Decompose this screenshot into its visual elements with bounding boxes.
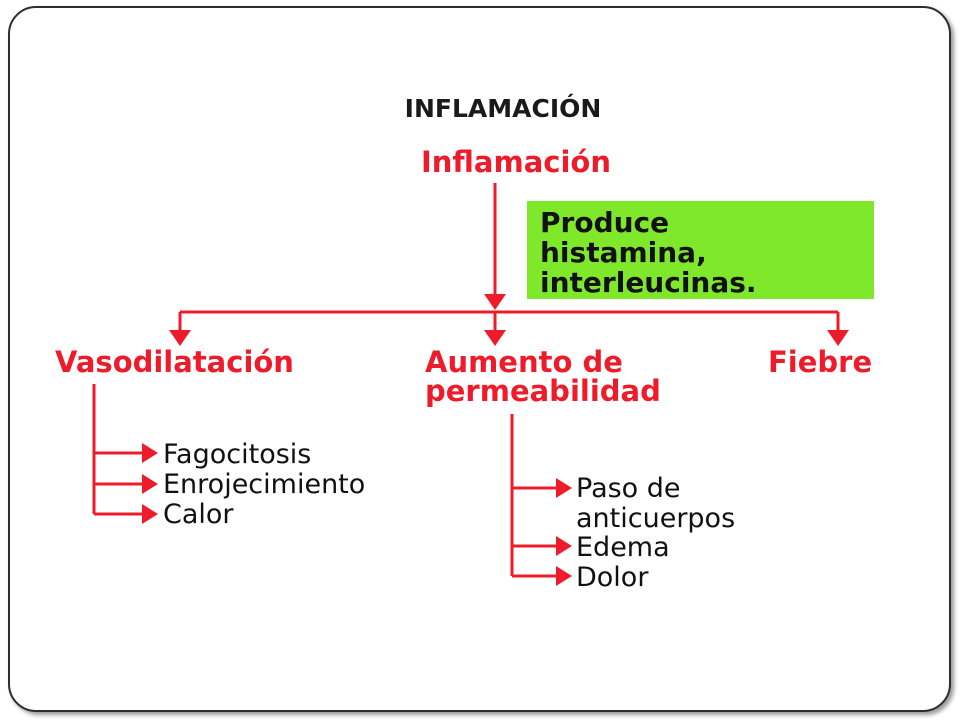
vasodilatacion-children: [92, 384, 158, 524]
arrowhead: [556, 536, 572, 556]
permeabilidad-children: [510, 414, 572, 586]
diagram-title: INFLAMACIÓN: [405, 93, 602, 123]
arrowhead: [556, 478, 572, 498]
branch-fiebre-label: Fiebre: [768, 345, 872, 379]
leaf-paso-de-line-2: anticuerpos: [576, 503, 735, 534]
leaf-paso-de-line-1: Paso de: [576, 473, 681, 504]
branch-aumento-label-line-1: Aumento de: [425, 345, 623, 379]
note-line-1: Produce: [540, 206, 669, 239]
arrowhead: [142, 474, 158, 494]
note-box: [527, 201, 874, 299]
branch-vasodilatacion-label: Vasodilatación: [55, 345, 294, 379]
leaf-edema: Edema: [576, 532, 670, 563]
branch-aumento-label-line-2: permeabilidad: [425, 374, 661, 408]
root-connectors: [169, 183, 849, 346]
note-line-3: interleucinas.: [540, 266, 757, 299]
branch-3-arrowhead: [827, 330, 849, 346]
arrowhead: [142, 443, 158, 463]
note-line-2: histamina,: [540, 236, 707, 269]
leaf-fagocitosis: Fagocitosis: [163, 439, 311, 470]
arrowhead: [556, 566, 572, 586]
root-node-label: Inflamación: [421, 145, 611, 179]
branch-2-arrowhead: [484, 330, 506, 346]
slide-frame: [8, 6, 951, 712]
root-arrowhead: [484, 294, 506, 310]
branch-1-arrowhead: [169, 330, 191, 346]
leaf-enrojecimiento: Enrojecimiento: [163, 469, 365, 500]
arrowhead: [142, 504, 158, 524]
leaf-calor: Calor: [163, 499, 234, 530]
leaf-dolor: Dolor: [576, 562, 649, 593]
